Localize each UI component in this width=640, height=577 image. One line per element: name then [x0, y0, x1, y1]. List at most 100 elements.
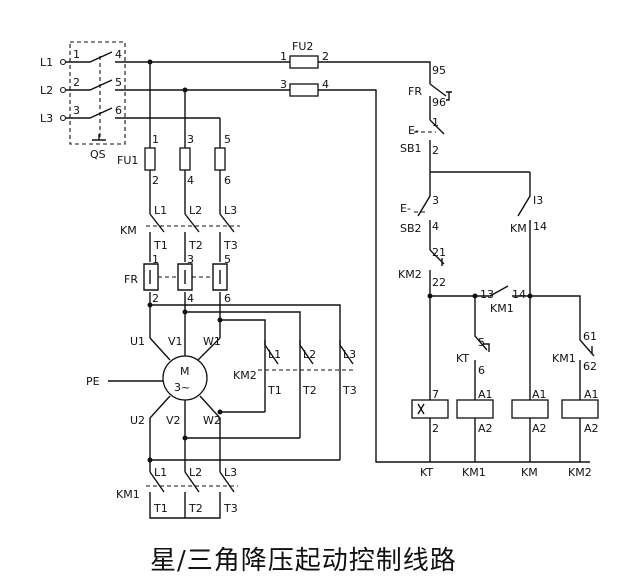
svg-text:A1: A1: [532, 388, 547, 401]
svg-text:T1: T1: [153, 502, 168, 515]
label-km1-aux: KM1: [490, 302, 514, 315]
label-fr-main: FR: [124, 273, 138, 286]
svg-text:62: 62: [583, 360, 597, 373]
motor-phase-label: 3~: [174, 381, 190, 394]
svg-text:E-: E-: [400, 202, 411, 215]
terminal-l2: [59, 86, 67, 94]
label-km2-coil: KM2: [568, 466, 592, 479]
svg-text:14: 14: [512, 288, 526, 301]
label-km2-ctrl: KM2: [398, 268, 422, 281]
svg-text:L2: L2: [189, 466, 202, 479]
svg-text:3: 3: [187, 253, 194, 266]
svg-text:1: 1: [432, 116, 439, 129]
svg-text:5: 5: [224, 253, 231, 266]
svg-text:L3: L3: [224, 466, 237, 479]
svg-text:W2: W2: [203, 414, 221, 427]
label-km2-main: KM2: [233, 369, 257, 382]
label-km-hold: KM: [510, 222, 527, 235]
svg-text:L2: L2: [303, 348, 316, 361]
label-fu2: FU2: [292, 40, 313, 53]
svg-text:T3: T3: [223, 239, 238, 252]
svg-text:6: 6: [224, 174, 231, 187]
svg-text:61: 61: [583, 330, 597, 343]
svg-text:W1: W1: [203, 335, 221, 348]
svg-text:2: 2: [432, 422, 439, 435]
svg-text:T3: T3: [223, 502, 238, 515]
label-pe: PE: [86, 375, 100, 388]
svg-text:T1: T1: [153, 239, 168, 252]
svg-text:A2: A2: [532, 422, 547, 435]
qs-term-5: 5: [115, 76, 122, 89]
svg-text:7: 7: [432, 388, 439, 401]
svg-text:A2: A2: [584, 422, 599, 435]
svg-text:3: 3: [432, 194, 439, 207]
svg-text:E-: E-: [408, 124, 419, 137]
label-l2: L2: [40, 84, 53, 97]
svg-text:L1: L1: [154, 204, 167, 217]
label-km-main: KM: [120, 224, 137, 237]
qs-switch-box: [69, 41, 126, 145]
label-kt-coil: KT: [420, 466, 433, 479]
label-kt-contact: KT: [456, 352, 469, 365]
svg-text:A2: A2: [478, 422, 493, 435]
terminal-l1: [59, 58, 67, 66]
label-km-coil: KM: [521, 466, 538, 479]
svg-text:2: 2: [152, 174, 159, 187]
label-l1: L1: [40, 56, 53, 69]
svg-text:95: 95: [432, 64, 446, 77]
svg-text:T2: T2: [188, 239, 203, 252]
label-sb2: SB2: [400, 222, 422, 235]
label-km1-main: KM1: [116, 488, 140, 501]
svg-text:L3: L3: [343, 348, 356, 361]
coil-kt: [411, 399, 449, 419]
svg-text:5: 5: [224, 133, 231, 146]
qs-term-3: 3: [73, 104, 80, 117]
qs-term-4: 4: [115, 48, 122, 61]
svg-text:6: 6: [224, 292, 231, 305]
svg-text:1: 1: [152, 253, 159, 266]
coil-km1: [456, 399, 494, 419]
svg-text:2: 2: [322, 50, 329, 63]
svg-text:21: 21: [432, 246, 446, 259]
svg-text:L1: L1: [268, 348, 281, 361]
svg-text:T2: T2: [188, 502, 203, 515]
svg-text:U1: U1: [130, 335, 145, 348]
qs-term-2: 2: [73, 76, 80, 89]
svg-text:A1: A1: [584, 388, 599, 401]
svg-text:A1: A1: [478, 388, 493, 401]
label-fr-ctrl: FR: [408, 85, 422, 98]
svg-text:L3: L3: [224, 204, 237, 217]
svg-text:2: 2: [152, 292, 159, 305]
qs-term-1: 1: [73, 48, 80, 61]
svg-text:22: 22: [432, 276, 446, 289]
svg-text:5: 5: [478, 336, 485, 349]
svg-text:T2: T2: [302, 384, 317, 397]
svg-text:U2: U2: [130, 414, 145, 427]
svg-text:L2: L2: [189, 204, 202, 217]
coil-km2: [561, 399, 599, 419]
diagram-title: 星/三角降压起动控制线路: [150, 546, 457, 576]
svg-text:13: 13: [480, 288, 494, 301]
svg-text:3: 3: [187, 133, 194, 146]
svg-text:4: 4: [187, 292, 194, 305]
svg-text:4: 4: [322, 78, 329, 91]
svg-text:V2: V2: [166, 414, 181, 427]
qs-term-6: 6: [115, 104, 122, 117]
label-km1-nc: KM1: [552, 352, 576, 365]
svg-text:4: 4: [432, 220, 439, 233]
svg-text:3: 3: [280, 78, 287, 91]
terminal-l3: [59, 114, 67, 122]
motor-label: M: [180, 365, 190, 378]
svg-text:T3: T3: [342, 384, 357, 397]
label-l3: L3: [40, 112, 53, 125]
svg-text:6: 6: [478, 364, 485, 377]
svg-text:I3: I3: [533, 194, 543, 207]
label-fu1: FU1: [117, 154, 138, 167]
label-qs: QS: [90, 148, 106, 161]
svg-text:1: 1: [152, 133, 159, 146]
svg-text:96: 96: [432, 96, 446, 109]
svg-text:1: 1: [280, 50, 287, 63]
svg-text:14: 14: [533, 220, 547, 233]
label-sb1: SB1: [400, 142, 422, 155]
